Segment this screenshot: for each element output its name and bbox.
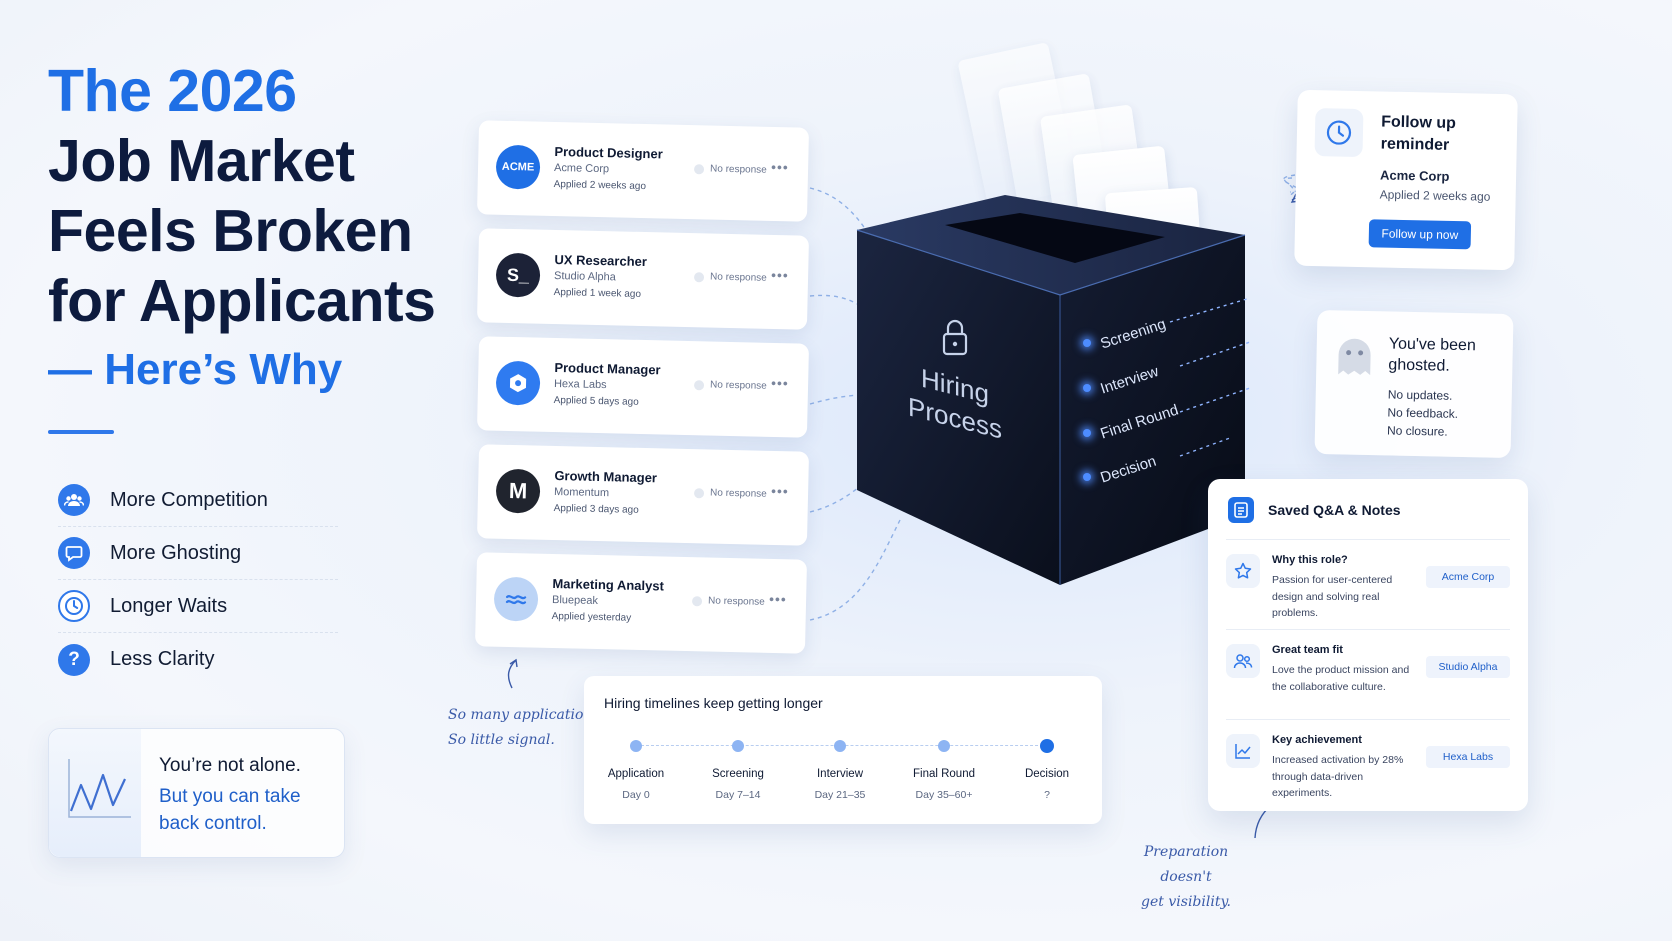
qa-answer: Love the product mission and the collabo… [1272,664,1410,693]
headline-subline: — Here’s Why [48,345,343,394]
stage-indicator [1083,473,1091,481]
stage-indicator [1083,339,1091,347]
stage-indicator [1083,429,1091,437]
reason-label: Less Clarity [110,648,215,670]
reason-label: More Ghosting [110,541,242,564]
timeline-stage: Interview [816,768,864,780]
hiring-process-box [856,195,1246,585]
headline-line-3: Feels Broken [48,198,413,264]
preparation-note: Preparation doesn't get visibility. [1116,840,1256,915]
qa-item[interactable]: Why this role? Passion for user-centered… [1226,539,1510,627]
reason-more-ghosting: More Ghosting [58,527,338,580]
company-tag[interactable]: Studio Alpha [1426,656,1510,678]
hiring-timeline-card: Hiring timelines keep getting longer App… [584,676,1102,824]
timeline-dot [630,740,642,752]
clock-icon [58,590,90,622]
qa-item[interactable]: Key achievement Increased activation by … [1226,719,1510,807]
reason-more-competition: More Competition [58,474,338,527]
timeline-time: ? [1044,789,1050,801]
bluepeak-logo [493,576,539,622]
people-icon [58,484,90,516]
not-alone-title: You’re not alone. [159,755,301,776]
clock-icon [1314,108,1364,158]
company-tag[interactable]: Hexa Labs [1426,746,1510,768]
qa-question: Great team fit [1272,644,1343,656]
timeline-time: Day 21–35 [814,789,866,801]
ghosted-card: You've been ghosted. No updates. No feed… [1314,309,1514,459]
qa-answer: Increased activation by 28% through data… [1272,754,1404,799]
ghost-icon [1334,332,1375,384]
question-icon: ? [58,643,90,676]
not-alone-message: But you can take back control. [159,786,301,834]
reminder-applied: Applied 2 weeks ago [1379,187,1491,204]
qa-question: Key achievement [1272,734,1362,746]
application-card[interactable]: Product Manager Hexa Labs Applied 5 days… [476,336,810,438]
chat-bubble-icon [58,537,90,569]
follow-up-reminder-card: Follow up reminder Acme Corp Applied 2 w… [1294,89,1518,271]
timeline-dot-active [1040,739,1054,753]
applications-note-line-2: So little signal. [448,732,555,748]
applications-note-line-1: So many applications. [448,707,605,723]
applications-note: So many applications. So little signal. [448,703,604,753]
timeline-time: Day 0 [622,789,650,801]
headline-line-2: Job Market [48,128,355,194]
team-icon [1226,644,1260,678]
hexa-labs-logo [495,360,541,406]
application-card[interactable]: Marketing Analyst Bluepeak Applied yeste… [474,552,808,654]
lock-icon [940,318,970,363]
ghosted-line: No updates. [1387,387,1453,403]
not-alone-card: You’re not alone. But you can take back … [48,728,345,858]
qa-item[interactable]: Great team fit Love the product mission … [1226,629,1510,717]
reminder-company: Acme Corp [1379,167,1450,184]
document-icon [1228,497,1254,523]
preparation-note-line-2: get visibility. [1141,894,1231,910]
star-icon [1226,554,1260,588]
reason-less-clarity: ? Less Clarity [58,633,338,686]
timeline-dot [732,740,744,752]
wave-chart-icon [49,729,141,857]
reason-label: Longer Waits [110,594,228,617]
headline-year: The 2026 [48,58,297,124]
company-tag[interactable]: Acme Corp [1426,566,1510,588]
headline-line-4: for Applicants [48,268,436,334]
timeline-stage: Screening [712,768,764,780]
timeline-stage: Final Round [912,768,975,780]
qa-question: Why this role? [1272,554,1348,566]
reason-label: More Competition [110,488,268,511]
reminder-title: Follow up reminder [1380,113,1457,154]
reasons-list: More Competition More Ghosting Longer Wa… [58,474,338,686]
qa-title: Saved Q&A & Notes [1268,502,1401,518]
headline-divider [48,430,114,434]
headline: The 2026 Job Market Feels Broken for App… [48,56,468,400]
saved-qa-notes-card: Saved Q&A & Notes Why this role? Passion… [1208,479,1528,811]
ghosted-line: No closure. [1386,423,1448,439]
timeline-title: Hiring timelines keep getting longer [604,695,823,711]
trend-icon [1226,734,1260,768]
qa-answer: Passion for user-centered design and sol… [1272,574,1393,619]
stage-flow-lines [1169,297,1251,457]
timeline-time: Day 7–14 [715,789,761,801]
timeline-time: Day 35–60+ [915,789,973,801]
reason-longer-waits: Longer Waits [58,580,338,633]
preparation-note-line-1: Preparation doesn't [1143,844,1229,885]
timeline-dot [834,740,846,752]
timeline-stage: Application [607,768,665,780]
timeline-stage: Decision [1024,768,1070,780]
ghosted-line: No feedback. [1387,405,1459,421]
ghosted-title: You've been ghosted. [1388,335,1476,375]
follow-up-now-button[interactable]: Follow up now [1368,219,1472,250]
stage-indicator [1083,384,1091,392]
timeline-dot [938,740,950,752]
